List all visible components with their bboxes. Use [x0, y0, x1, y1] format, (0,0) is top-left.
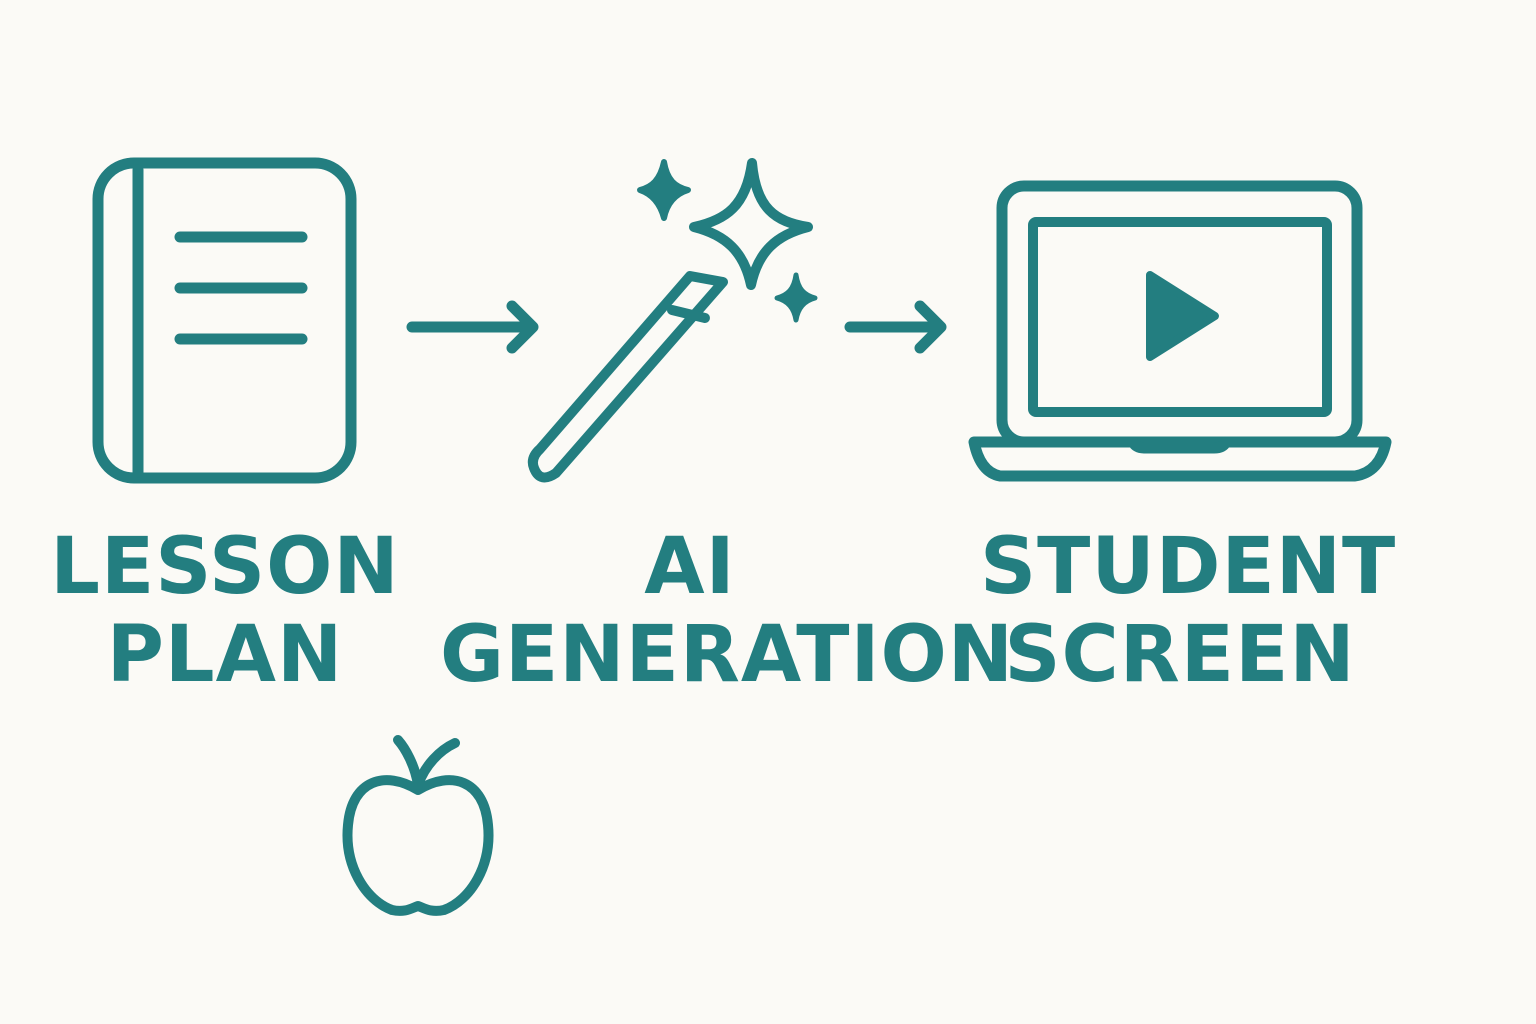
step-label-line: SCREEN: [1004, 610, 1356, 700]
arrow-right-icon: [844, 300, 947, 354]
step-label-student-screen: STUDENT SCREEN: [980, 522, 1397, 700]
sparkle-icon: [689, 158, 813, 290]
play-icon: [1146, 271, 1219, 361]
step-label-ai-generation: AI GENERATION: [440, 522, 1015, 700]
step-label-line: AI: [644, 522, 736, 612]
step-label-line: PLAN: [106, 610, 344, 700]
step-label-line: GENERATION: [440, 610, 1015, 700]
arrow-right-icon: [406, 300, 539, 354]
book-icon: [92, 157, 357, 484]
step-label-lesson-plan: LESSON PLAN: [45, 523, 405, 699]
sparkle-small-icon: [774, 272, 818, 323]
apple-icon: [342, 735, 494, 916]
step-label-line: LESSON: [50, 522, 400, 612]
sparkle-small-icon: [637, 159, 691, 221]
step-label-line: STUDENT: [980, 522, 1397, 612]
laptop-play-icon: [968, 180, 1392, 482]
magic-wand-icon: [527, 158, 818, 483]
